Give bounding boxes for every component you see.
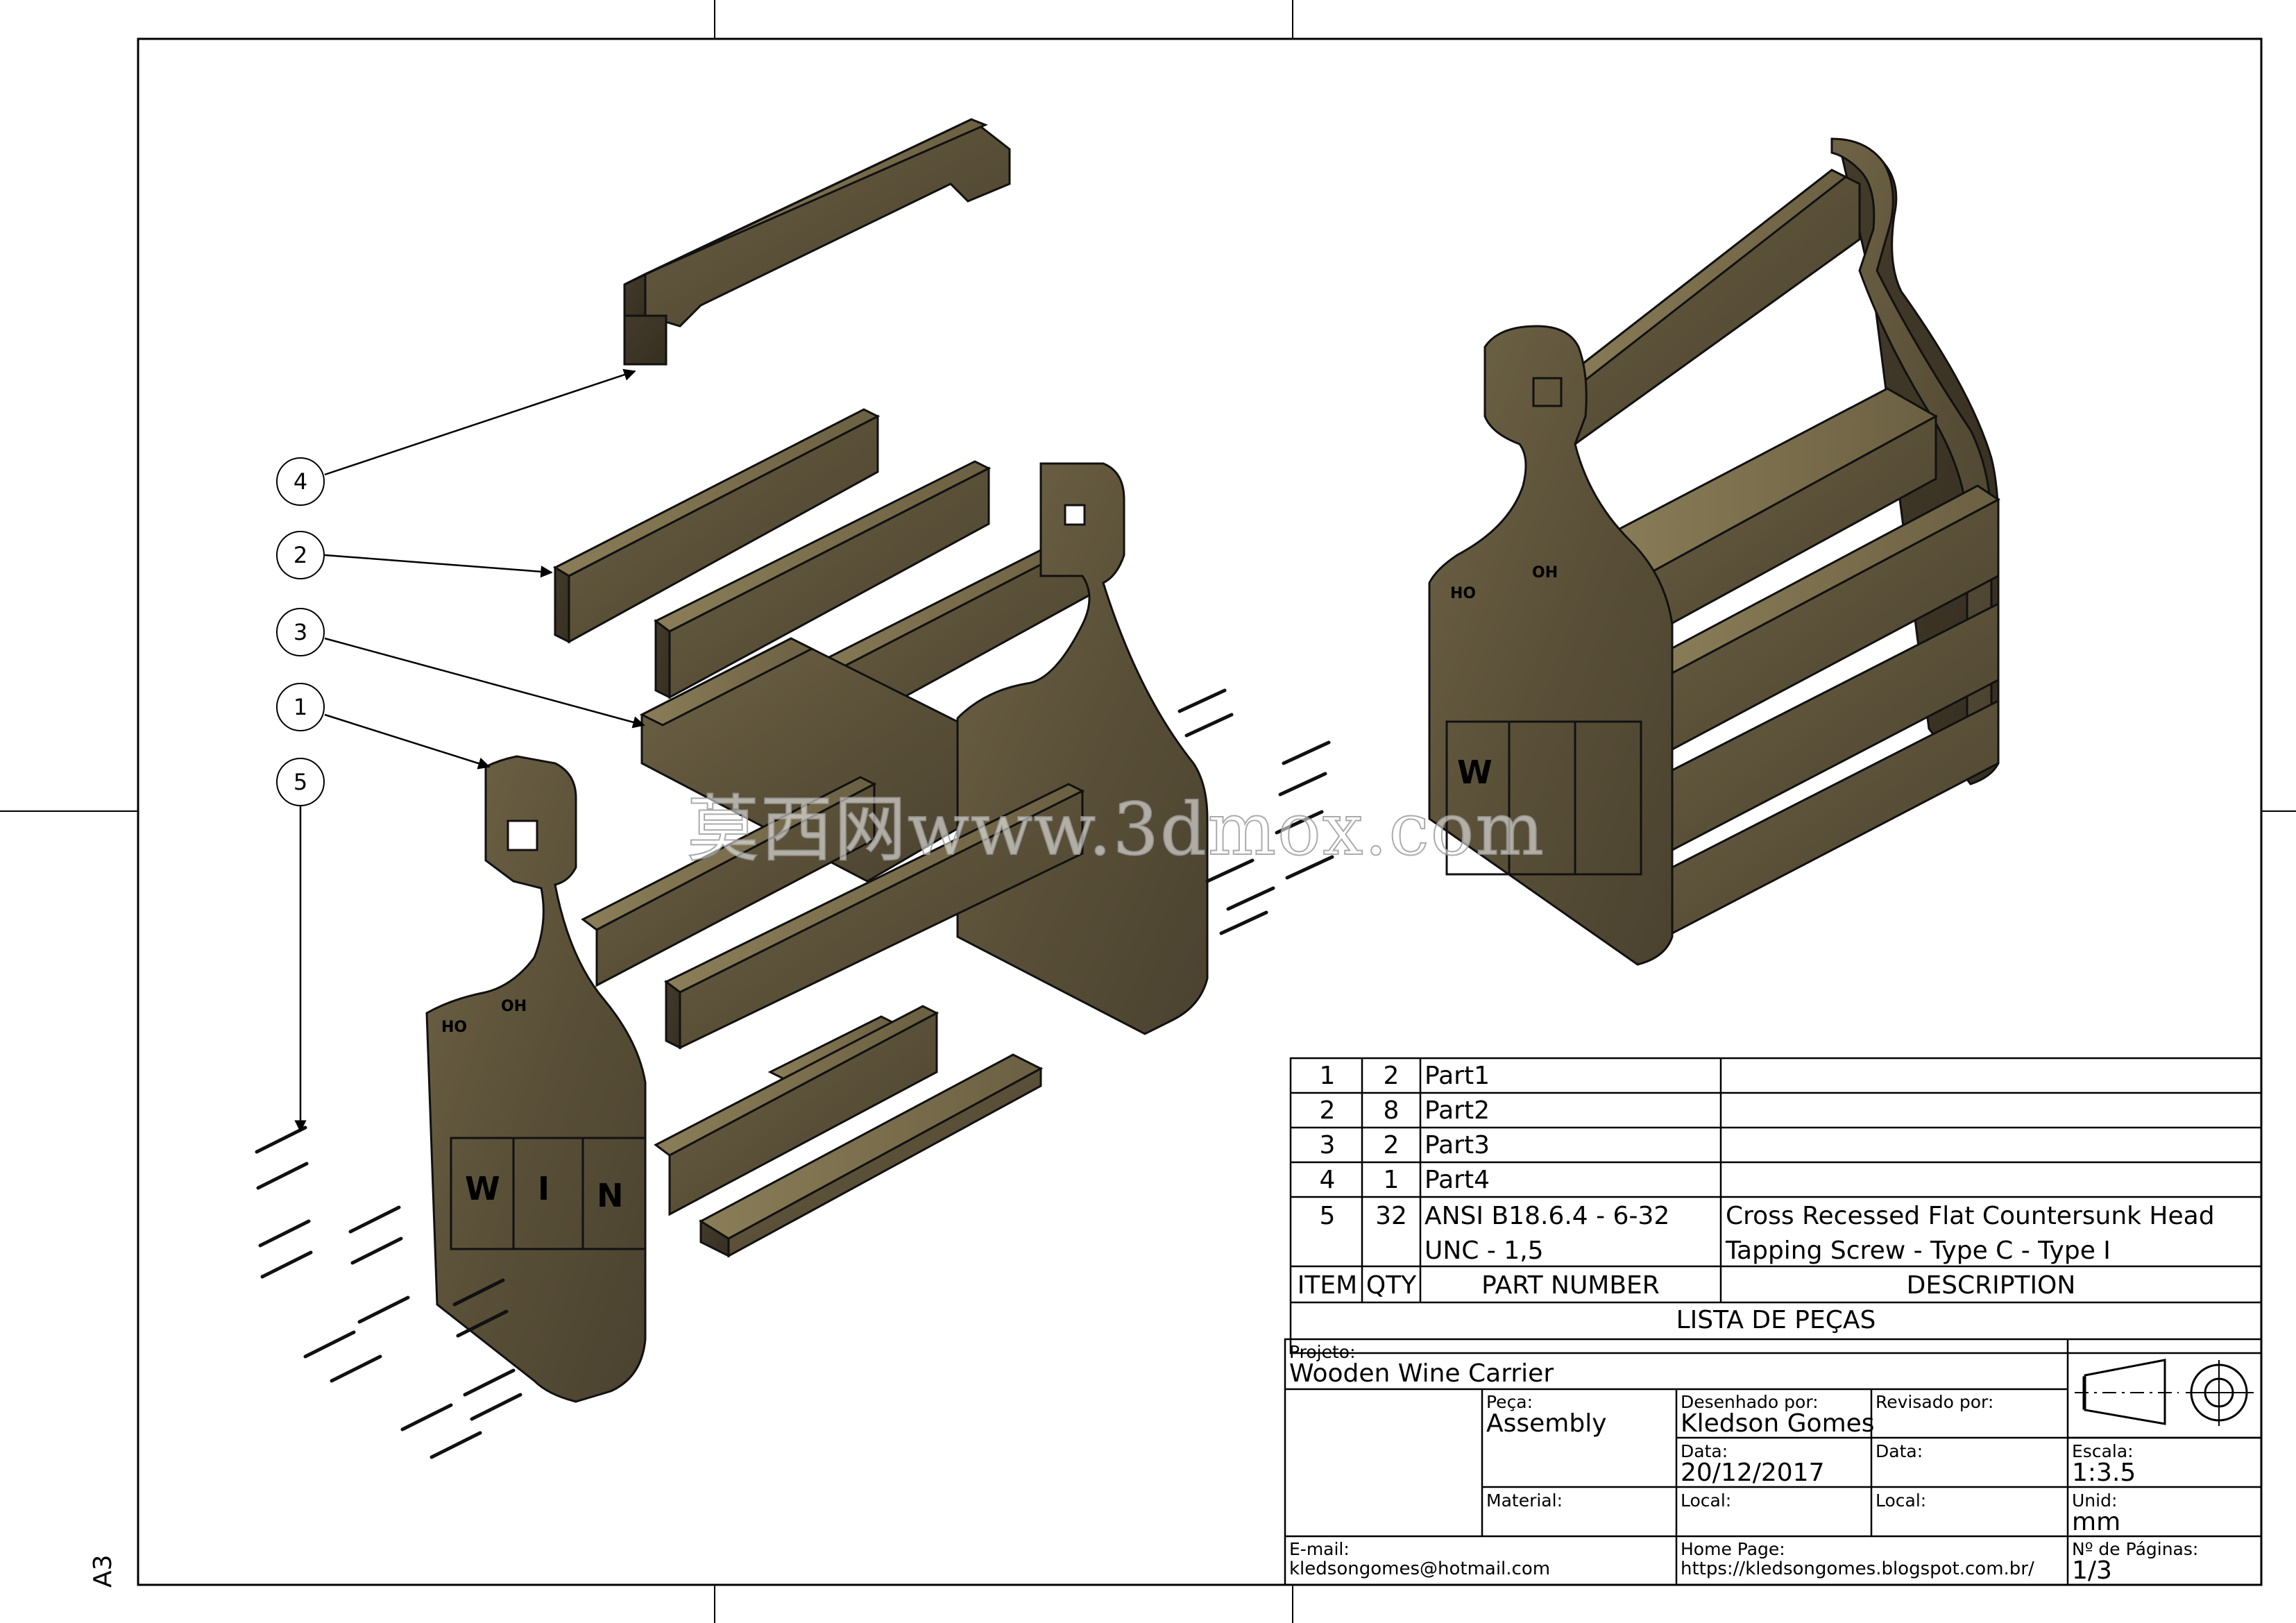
bom-header-part-number: PART NUMBER [1481, 1271, 1660, 1300]
bom-description-cell: Cross Recessed Flat Countersunk Head [1726, 1202, 2215, 1230]
bom-qty-cell: 2 [1383, 1062, 1400, 1090]
desenhado-label: Desenhado por: [1681, 1392, 1819, 1412]
bom-qty-cell: 8 [1383, 1096, 1400, 1125]
bom-part-number-cell: Part1 [1425, 1062, 1490, 1090]
engraving-group: HO [441, 1019, 468, 1036]
part2-board-lower-2 [664, 783, 1085, 1050]
bom-part-number-cell: Part2 [1425, 1096, 1490, 1125]
local-label: Local: [1681, 1490, 1732, 1511]
escala-value: 1:3.5 [2072, 1459, 2136, 1487]
local-revisado-label: Local: [1876, 1490, 1927, 1511]
projeto-value: Wooden Wine Carrier [1289, 1359, 1554, 1388]
email-value: kledsongomes@hotmail.com [1289, 1558, 1551, 1579]
balloon-item-2: 2 [276, 531, 325, 579]
engraving-letter: N [597, 1177, 624, 1214]
bom-item-cell: 5 [1319, 1202, 1336, 1230]
peca-label: Peça: [1486, 1392, 1533, 1412]
bom-part-number-cell: Part4 [1425, 1166, 1490, 1194]
homepage-label: Home Page: [1681, 1539, 1785, 1559]
bom-item-cell: 3 [1319, 1131, 1336, 1159]
bom-item-cell: 2 [1319, 1096, 1336, 1125]
part2-board-lower-1 [581, 776, 877, 987]
projeto-label: Projeto: [1289, 1342, 1356, 1362]
sheet-size-label: A3 [89, 1554, 117, 1588]
bom-part-number-cell: ANSI B18.6.4 - 6-32 [1425, 1202, 1670, 1230]
part2-board-lower-4 [654, 1005, 939, 1216]
data-revisado-label: Data: [1876, 1441, 1923, 1461]
bom-header-description: DESCRIPTION [1906, 1271, 2076, 1300]
email-label: E-mail: [1289, 1539, 1350, 1559]
paginas-label: Nº de Páginas: [2072, 1539, 2199, 1559]
bom-item-cell: 1 [1319, 1062, 1336, 1090]
bom-qty-cell: 1 [1383, 1166, 1400, 1194]
revisado-label: Revisado por: [1876, 1392, 1994, 1412]
bom-description-cell: Tapping Screw - Type C - Type I [1726, 1237, 2111, 1265]
escala-label: Escala: [2072, 1441, 2134, 1461]
bom-qty-cell: 2 [1383, 1131, 1400, 1159]
part3-divider [639, 637, 994, 883]
balloon-item-1: 1 [276, 683, 325, 731]
engraving-letter: I [538, 1170, 550, 1207]
part2-board-bottom [699, 1053, 1044, 1258]
bom-title: LISTA DE PEÇAS [1676, 1306, 1876, 1334]
part4-handle [623, 118, 1011, 366]
paginas-value: 1/3 [2072, 1556, 2112, 1585]
bom-item-cell: 4 [1319, 1166, 1336, 1194]
engraving-letter: W [1457, 754, 1493, 791]
unid-label: Unid: [2072, 1490, 2118, 1511]
engraving-group: HO [1450, 585, 1477, 602]
peca-value: Assembly [1486, 1409, 1607, 1438]
part1-side-left [425, 755, 647, 1403]
desenhado-value: Kledson Gomes [1681, 1409, 1875, 1438]
material-label: Material: [1486, 1490, 1563, 1511]
watermark: 莫西网www.3dmox.com [686, 786, 1545, 872]
part1-side-right [956, 462, 1209, 1035]
data-value: 20/12/2017 [1681, 1459, 1825, 1487]
bom-header-item: ITEM [1297, 1271, 1358, 1300]
balloon-item-5: 5 [276, 758, 325, 806]
bom-part-number-cell: UNC - 1,5 [1425, 1237, 1544, 1265]
balloon-item-3: 3 [276, 608, 325, 656]
engraving-group: OH [1532, 564, 1558, 581]
engraving-group: OH [501, 998, 527, 1015]
part2-board-second [654, 460, 992, 699]
bom-header-qty: QTY [1366, 1271, 1417, 1300]
engraving-letter: W [465, 1170, 500, 1207]
assembled-carrier [1428, 137, 2000, 966]
data-label: Data: [1681, 1441, 1728, 1461]
bom-qty-cell: 32 [1375, 1202, 1407, 1230]
homepage-value: https://kledsongomes.blogspot.com.br/ [1681, 1558, 2034, 1579]
balloon-item-4: 4 [276, 457, 325, 506]
leader-lines [294, 368, 645, 1132]
bom-part-number-cell: Part3 [1425, 1131, 1490, 1159]
screws-part5 [255, 688, 1334, 1459]
part2-board-top [552, 408, 881, 644]
unid-value: mm [2072, 1508, 2121, 1536]
